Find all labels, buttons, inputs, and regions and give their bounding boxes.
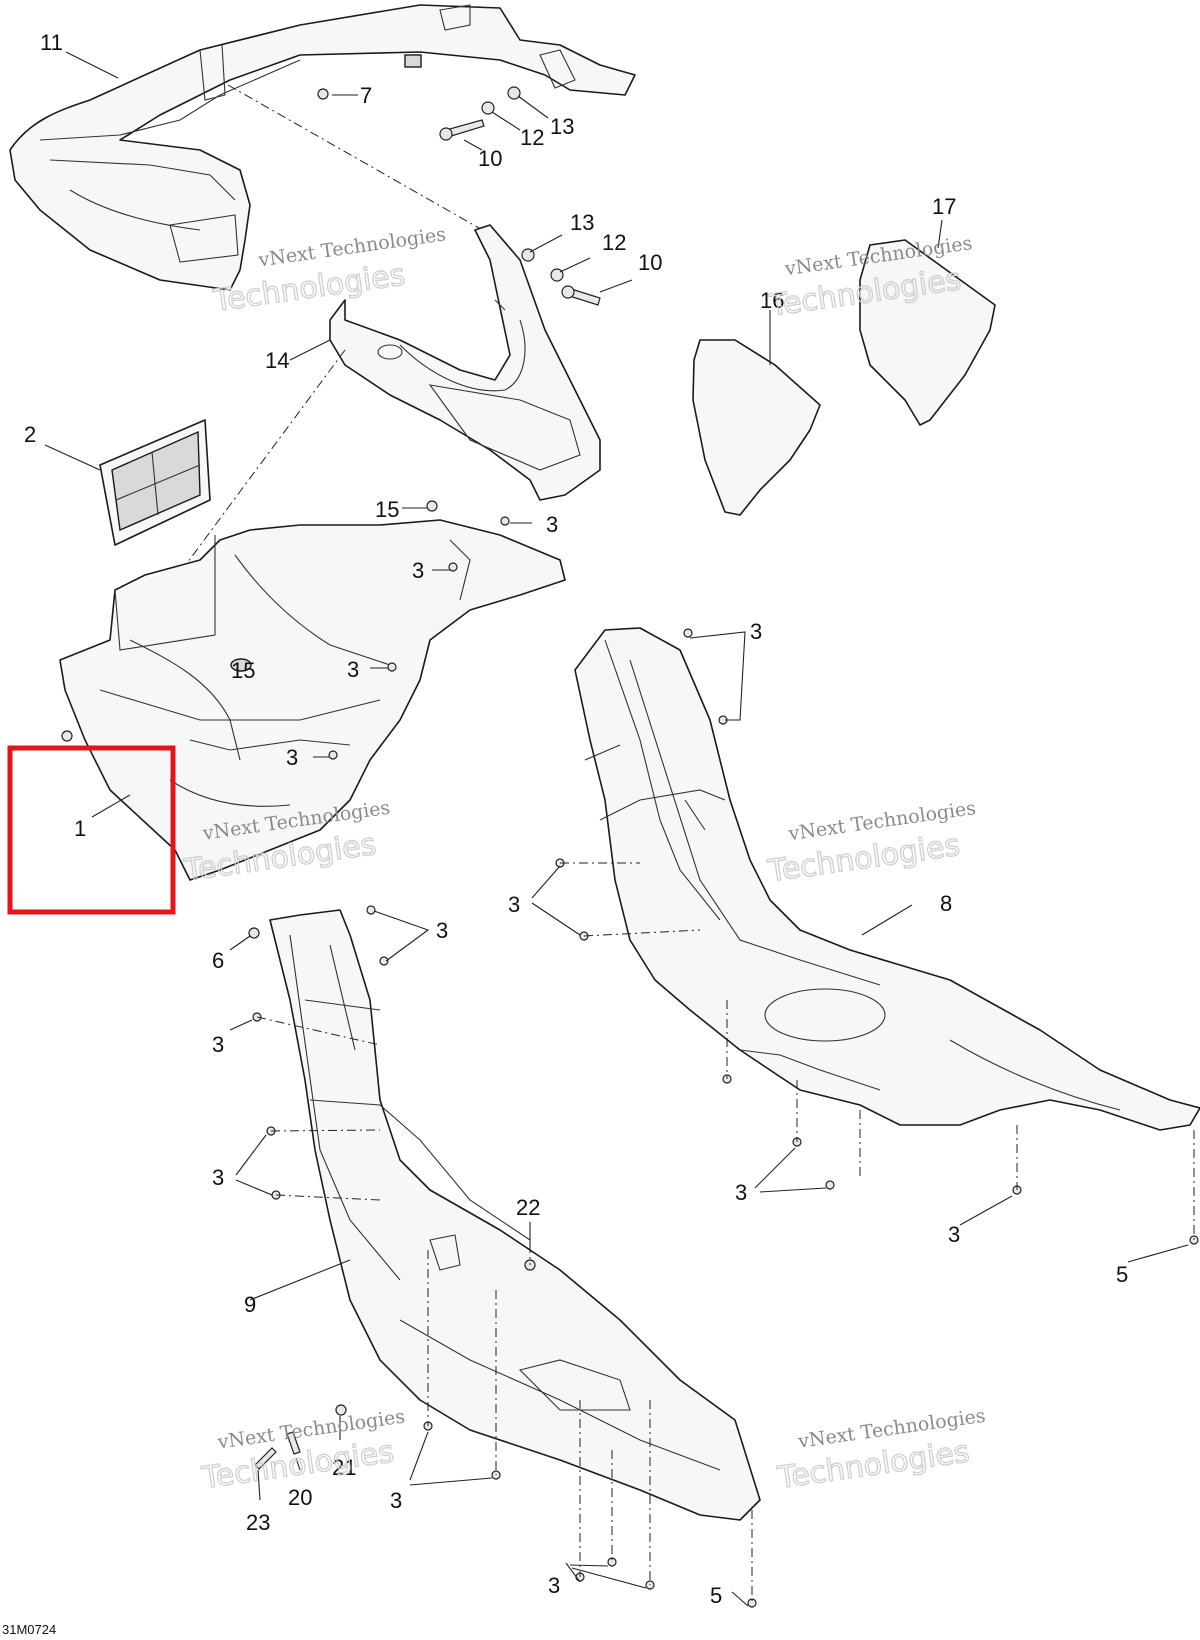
part-16-side-pad[interactable] bbox=[692, 339, 821, 516]
callout-3-b: 3 bbox=[412, 558, 424, 583]
callout-12-mid: 12 bbox=[602, 230, 626, 255]
clip-20[interactable] bbox=[286, 1431, 301, 1455]
callout-5-bottom: 5 bbox=[710, 1583, 722, 1608]
callout-3-c: 3 bbox=[347, 657, 359, 682]
callout-11: 11 bbox=[40, 30, 63, 55]
part-11-upper-console-bar[interactable] bbox=[9, 4, 636, 291]
callout-8: 8 bbox=[940, 891, 952, 916]
fastener-7[interactable] bbox=[317, 88, 329, 100]
part-17-side-pad[interactable] bbox=[859, 239, 996, 426]
callout-labels: 11 7 13 12 10 13 12 10 14 17 16 2 15 3 3… bbox=[24, 30, 1128, 1608]
callout-3-l: 3 bbox=[390, 1488, 402, 1513]
callout-20: 20 bbox=[288, 1485, 312, 1510]
callout-17: 17 bbox=[932, 194, 956, 219]
callout-2: 2 bbox=[24, 422, 36, 447]
screw-3-top[interactable] bbox=[500, 516, 510, 526]
callout-13-mid: 13 bbox=[570, 210, 594, 235]
fastener-10-top[interactable] bbox=[439, 119, 485, 141]
watermark-5: vNext Technologies Technologies bbox=[199, 1406, 407, 1497]
callout-3-j: 3 bbox=[735, 1180, 747, 1205]
callout-3-i: 3 bbox=[212, 1165, 224, 1190]
washer-12-top[interactable] bbox=[481, 101, 495, 115]
part-14-bracket[interactable] bbox=[329, 224, 601, 501]
part-2-label-plate[interactable] bbox=[99, 419, 211, 546]
callout-3-a: 3 bbox=[546, 512, 558, 537]
washer-12-mid[interactable] bbox=[550, 268, 564, 282]
part-9-left-side-panel[interactable] bbox=[269, 909, 761, 1521]
washer-21[interactable] bbox=[335, 1404, 347, 1416]
callout-13-top: 13 bbox=[550, 114, 574, 139]
callout-1: 1 bbox=[74, 816, 86, 841]
callout-10-mid: 10 bbox=[638, 250, 662, 275]
watermark-4: vNext Technologies Technologies bbox=[765, 797, 977, 890]
callout-21: 21 bbox=[332, 1455, 356, 1480]
part-1-front-body[interactable] bbox=[59, 519, 566, 881]
screw-3-upper[interactable] bbox=[448, 562, 458, 572]
grommet-15-top[interactable] bbox=[426, 500, 438, 512]
leader-lines bbox=[44, 51, 1189, 1607]
screw-3-p9-top1[interactable] bbox=[366, 905, 376, 915]
callout-3-g: 3 bbox=[436, 918, 448, 943]
callout-3-e: 3 bbox=[750, 619, 762, 644]
callout-3-f: 3 bbox=[508, 892, 520, 917]
watermark-6: vNext Technologies Technologies bbox=[774, 1405, 987, 1497]
callout-3-h: 3 bbox=[212, 1032, 224, 1057]
fastener-10-mid[interactable] bbox=[561, 285, 601, 306]
callout-15-top: 15 bbox=[375, 497, 399, 522]
callout-3-k: 3 bbox=[948, 1222, 960, 1247]
callout-7: 7 bbox=[360, 83, 372, 108]
screw-3-p8-bot3[interactable] bbox=[825, 1180, 835, 1190]
callout-3-m: 3 bbox=[548, 1573, 560, 1598]
callout-23: 23 bbox=[246, 1510, 270, 1535]
washer-13-top[interactable] bbox=[507, 86, 521, 100]
callout-10-top: 10 bbox=[478, 146, 502, 171]
callout-9: 9 bbox=[244, 1292, 256, 1317]
callout-6: 6 bbox=[212, 948, 224, 973]
callout-3-d: 3 bbox=[286, 745, 298, 770]
reference-code: 31M0724 bbox=[2, 1622, 56, 1637]
callout-22: 22 bbox=[516, 1195, 540, 1220]
callout-12-top: 12 bbox=[520, 125, 544, 150]
screw-3-p9-top2[interactable] bbox=[379, 956, 389, 966]
screw-front-left[interactable] bbox=[61, 730, 73, 742]
highlight-box-part-1 bbox=[7, 745, 176, 915]
rivet-23[interactable] bbox=[254, 1447, 277, 1470]
screw-3-p8-top[interactable] bbox=[683, 628, 693, 638]
callout-15-mid: 15 bbox=[231, 658, 255, 683]
screw-3-mid[interactable] bbox=[387, 662, 397, 672]
callout-16: 16 bbox=[760, 288, 784, 313]
part-8-right-side-panel[interactable] bbox=[574, 627, 1200, 1131]
callout-5-right: 5 bbox=[1116, 1262, 1128, 1287]
callout-14: 14 bbox=[265, 348, 289, 373]
screw-3-lower[interactable] bbox=[328, 750, 338, 760]
washer-6[interactable] bbox=[248, 927, 260, 939]
